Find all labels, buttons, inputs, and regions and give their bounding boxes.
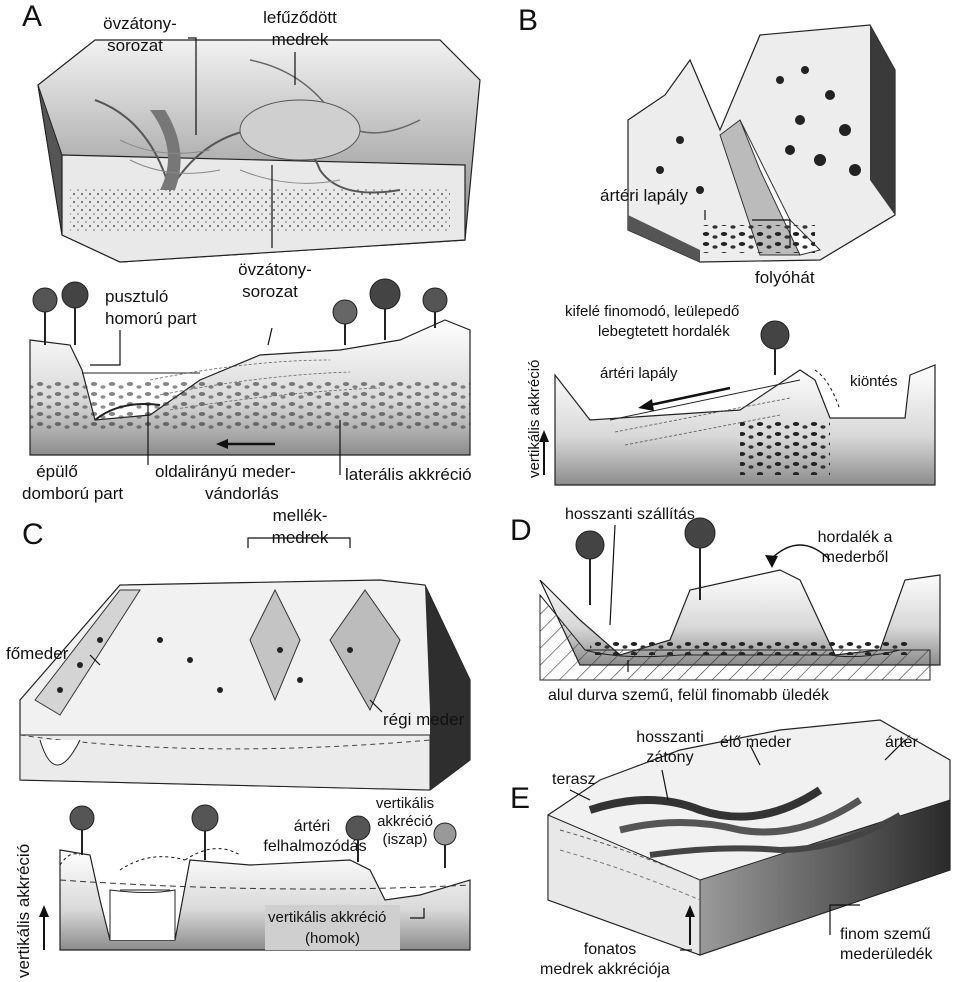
label-e-long-bar-1: hosszanti [625,728,715,748]
label-b-fining-2: lebegtetett hordalék [598,322,730,342]
panel-label-c: C [22,520,44,550]
label-c-floodplain-1: ártéri [262,817,362,837]
label-a-eroding-2: homorú part [105,309,197,329]
label-c-vert-mud-2: akkréció [370,812,440,832]
label-c-main-channel: főmeder [6,644,68,664]
panel-label-a: A [22,2,42,32]
label-a-eroding-1: pusztuló [105,287,168,307]
panel-a-section [30,279,470,455]
label-c-axis: vertikális akkréció [14,844,34,978]
label-c-vert-sand-2: (homok) [265,929,400,949]
label-d-fining-up: alul durva szemű, felül finomabb üledék [548,686,829,706]
label-c-floodplain-2: felhalmozódás [255,837,375,857]
panel-label-d: D [510,516,532,546]
label-a-oxbow-1: lefűződött [245,8,355,28]
panel-label-b: B [518,6,538,36]
label-d-longitudinal: hosszanti szállítás [565,505,695,525]
label-b-floodplain: ártéri lapály [600,186,688,206]
label-a-point-bar-2: sorozat [80,36,190,56]
label-a-point-bar-lower-1: övzátony- [215,260,335,280]
label-c-side-channels-2: medrek [245,528,355,548]
panel-b-section [539,321,935,485]
label-c-side-channels-1: mellék- [245,506,355,526]
label-e-fine-2: mederüledék [840,945,933,965]
label-e-long-bar-2: zátony [625,748,715,768]
label-c-vert-sand-1: vertikális akkréció [268,908,386,928]
label-c-vert-mud-1: vertikális [370,794,440,814]
label-a-point-bar-lower-2: sorozat [215,282,325,302]
label-c-vert-mud-3: (iszap) [370,830,440,850]
label-e-terrace: terasz [552,770,596,790]
label-b-channel-bar: folyóhát [755,268,815,288]
label-a-building-2: domború part [22,484,123,504]
label-a-migration-2: vándorlás [205,484,279,504]
label-d-sediment-2: mederből [800,548,910,568]
label-c-old-channel: régi meder [383,710,464,730]
label-e-braided-2: medrek akkréciója [540,960,670,980]
panel-a-block [38,40,480,262]
label-a-oxbow-2: medrek [245,30,355,50]
label-a-building-1: épülő [22,462,92,482]
label-b-overbank: kiöntés [850,372,898,392]
label-a-migration-1: oldalirányú meder- [155,462,296,482]
label-d-sediment-1: hordalék a [800,528,910,548]
label-b-fining-1: kifelé finomodó, leülepedő [565,302,739,322]
label-a-point-bar-1: övzátony- [80,14,200,34]
label-e-live-channel: élő meder [720,733,791,753]
label-e-fine-1: finom szemű [840,925,931,945]
label-e-floodplain: ártér [885,733,918,753]
label-e-braided-1: fonatos [540,940,680,960]
label-b-axis: vertikális akkréció [526,360,543,478]
label-b-floodplain-lower: ártéri lapály [600,364,678,384]
panel-label-e: E [510,784,530,814]
panel-c-block [20,580,470,790]
label-a-lateral-accretion: laterális akkréció [345,465,472,485]
panel-b-block [628,25,895,262]
